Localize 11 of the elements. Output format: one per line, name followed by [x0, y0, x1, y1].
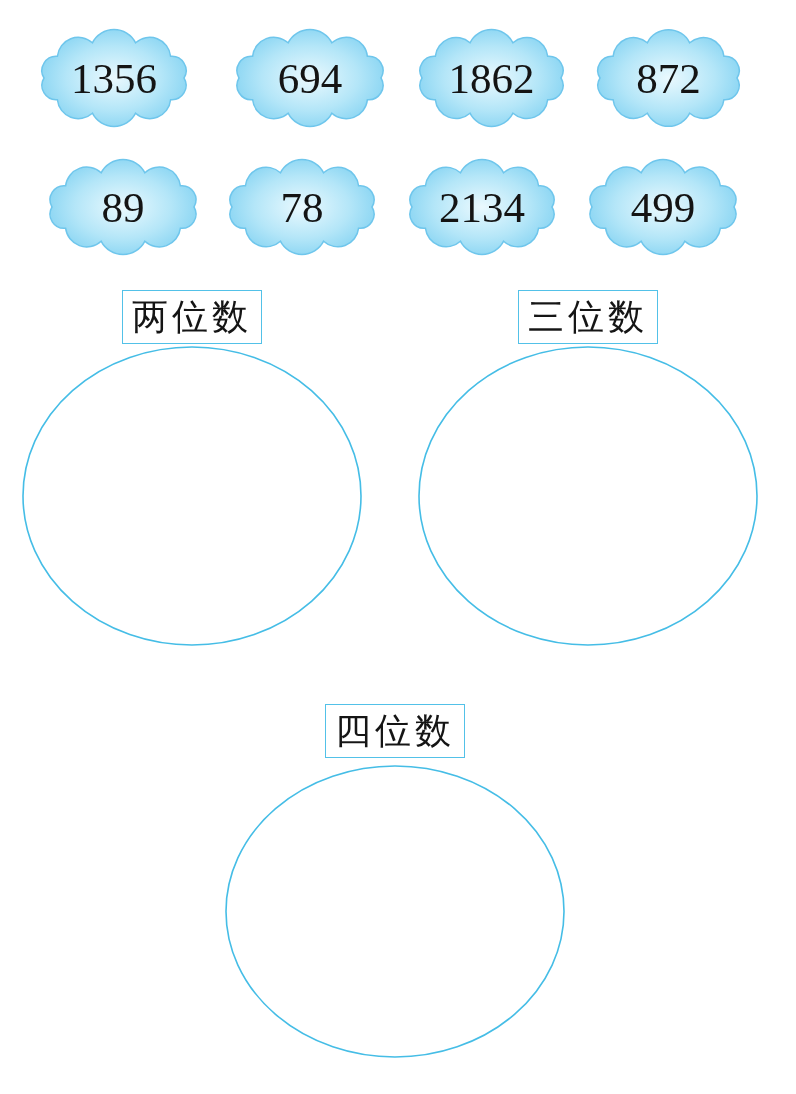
number-label: 1356	[71, 56, 157, 100]
circle-heading: 三位数	[518, 290, 658, 344]
number-label: 89	[101, 185, 145, 229]
number-label: 694	[277, 56, 343, 100]
circle-heading: 两位数	[122, 290, 262, 344]
number-label: 78	[280, 185, 324, 229]
circle-heading: 四位数	[325, 704, 465, 758]
number-label: 1862	[448, 56, 535, 100]
number-label: 2134	[439, 185, 525, 229]
number-label: 872	[636, 56, 701, 100]
number-label: 499	[630, 185, 696, 229]
